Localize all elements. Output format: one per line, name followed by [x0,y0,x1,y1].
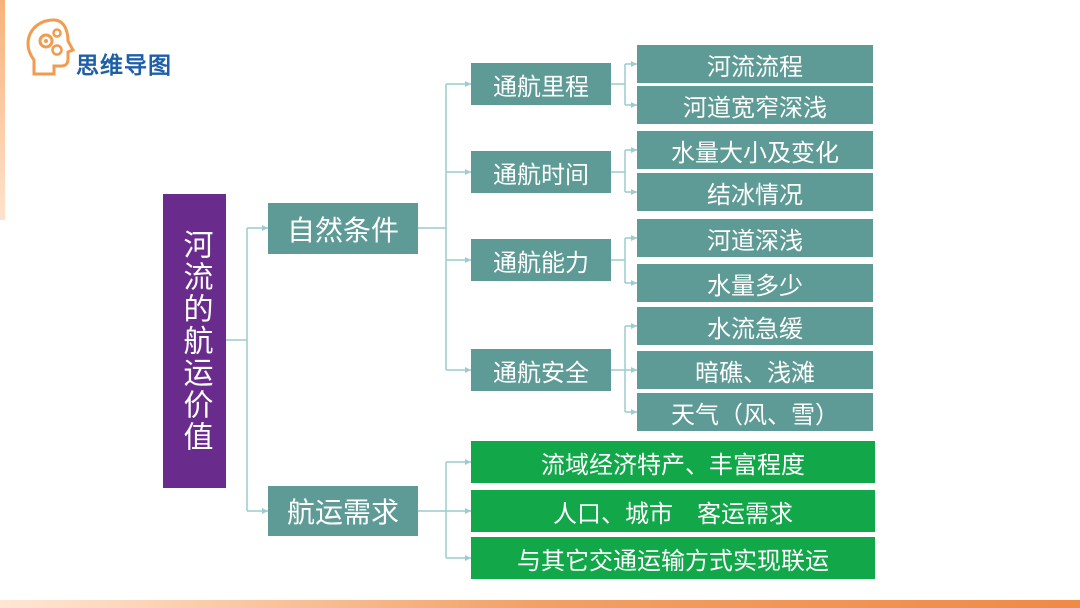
leaf-item: 河道深浅 [637,219,873,257]
node-shipping-demand: 航运需求 [268,486,418,536]
leaf-label: 河流流程 [707,52,803,81]
demand-item-label: 流域经济特产、丰富程度 [541,450,805,479]
node-group-capacity: 通航能力 [471,239,611,281]
demand-item-label: 与其它交通运输方式实现联运 [517,546,829,575]
group-label: 通航时间 [493,160,589,189]
logo-title: 思维导图 [76,53,172,79]
head-gears-icon [26,18,76,76]
leaf-label: 水量多少 [707,271,803,300]
leaf-label: 河道宽窄深浅 [683,93,827,122]
leaf-item: 暗礁、浅滩 [637,351,873,389]
natural-label: 自然条件 [286,213,399,247]
leaf-item: 水量大小及变化 [637,131,873,169]
node-group-time: 通航时间 [471,151,611,193]
demand-item: 人口、城市 客运需求 [471,490,875,532]
group-label: 通航安全 [493,358,589,387]
leaf-item: 天气（风、雪） [637,393,873,431]
leaf-label: 天气（风、雪） [671,400,839,429]
leaf-item: 水量多少 [637,264,873,302]
leaf-item: 河流流程 [637,45,873,83]
leaf-label: 结冰情况 [707,180,803,209]
leaf-label: 水流急缓 [707,314,803,343]
node-natural-conditions: 自然条件 [268,203,418,254]
leaf-item: 结冰情况 [637,173,873,211]
group-label: 通航里程 [493,72,589,101]
demand-item-label: 人口、城市 客运需求 [553,499,793,528]
leaf-label: 水量大小及变化 [671,138,839,167]
bottom-accent-strip [0,600,1080,608]
demand-item: 流域经济特产、丰富程度 [471,441,875,483]
leaf-item: 河道宽窄深浅 [637,86,873,124]
demand-item: 与其它交通运输方式实现联运 [471,537,875,579]
left-accent-strip [0,0,5,220]
leaf-label: 河道深浅 [707,226,803,255]
demand-label: 航运需求 [286,496,399,529]
node-group-safety: 通航安全 [471,349,611,391]
root-node: 河流的航运价值 [163,194,226,488]
leaf-label: 暗礁、浅滩 [695,358,815,387]
leaf-item: 水流急缓 [637,307,873,345]
group-label: 通航能力 [493,248,589,277]
node-group-mileage: 通航里程 [471,63,611,105]
root-label: 河流的航运价值 [177,229,213,453]
